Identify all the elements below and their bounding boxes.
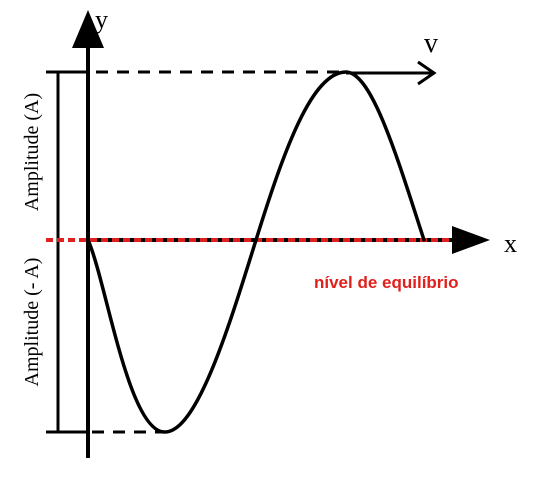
x-axis-arrowhead: [452, 226, 490, 254]
velocity-arrowhead: [417, 60, 437, 86]
velocity-label: v: [424, 28, 438, 59]
equilibrium-label: nível de equilíbrio: [314, 273, 459, 292]
x-axis-label: x: [504, 229, 517, 258]
amplitude-negative-label: Amplitude (- A): [21, 258, 43, 387]
wave-curve: [86, 70, 426, 434]
y-axis-arrowhead: [72, 10, 104, 48]
amplitude-positive-label: Amplitude (A): [21, 93, 43, 211]
y-axis-label: y: [95, 5, 108, 34]
